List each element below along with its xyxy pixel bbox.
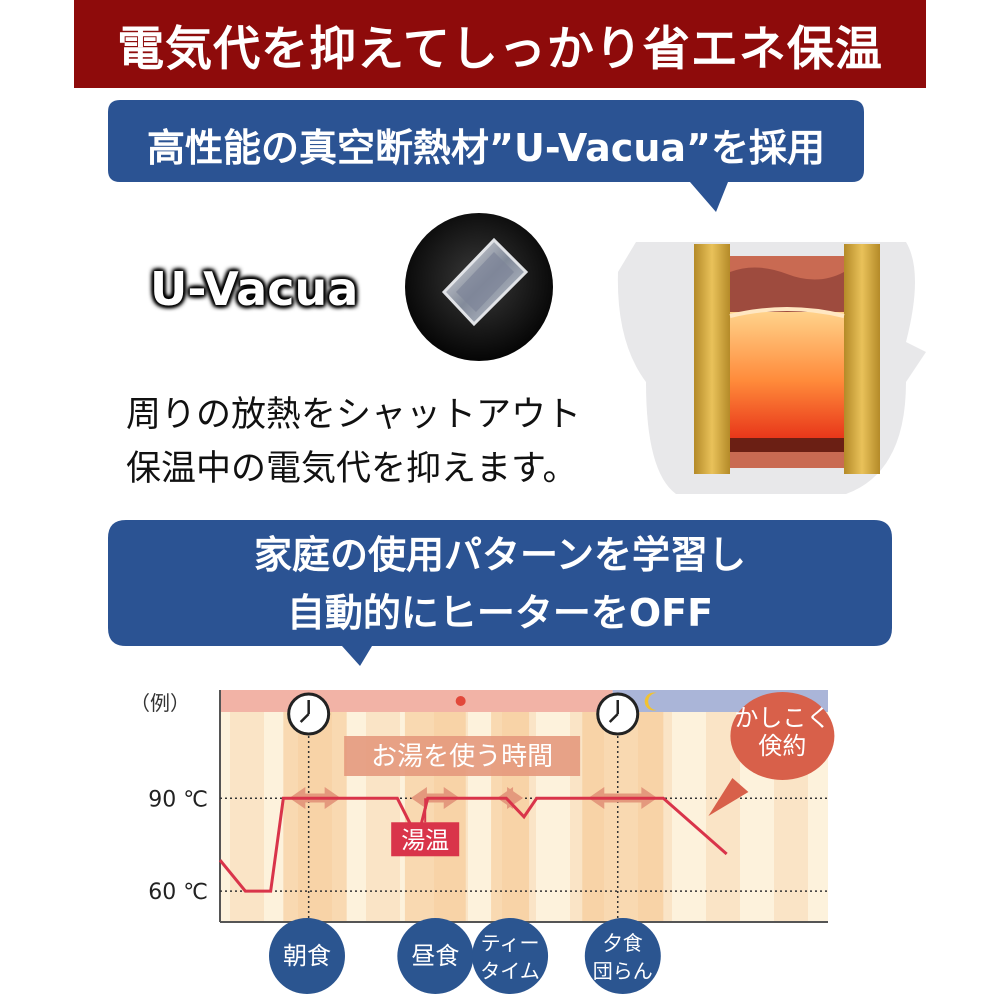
background-stripe [230,712,264,922]
usage-arrow-head [410,787,427,809]
subtitle-callout-shape [108,100,864,212]
smart-saving-bubble [730,692,835,780]
uvacua-material-image [405,213,553,361]
y-tick-label: 90 ℃ [148,787,208,812]
water-temp-line [218,796,728,893]
meal-marker [397,918,474,994]
meal-label: 団らん [593,959,653,983]
usage-period-band [582,712,664,922]
uvacua-label: U-Vacua [150,262,359,316]
smart-saving-bubble-tail [708,778,749,816]
usage-period-band [283,712,347,922]
y-tick-label: 60 ℃ [148,880,208,905]
meal-label: 朝食 [283,942,331,970]
headline-text: 電気代を抑えてしっかり省エネ保温 [117,21,883,77]
example-label: （例） [130,691,190,715]
temperature-chart: 90 ℃ 60 ℃ （例） お湯を使う時間湯温 かしこく倹約朝食 昼食ティータイム 夕食団ら… [130,690,835,994]
learning-line-1: 家庭の使用パターンを学習し [253,533,747,577]
learning-callout: 家庭の使用パターンを学習し 自動的にヒーターをOFF [108,522,892,646]
meal-label: タイム [480,959,540,983]
smart-saving-text: 倹約 [758,732,806,760]
smart-saving-text: かしこく [734,704,830,732]
headline-banner: 電気代を抑えてしっかり省エネ保温 [74,0,926,88]
sun-icon [455,696,466,706]
meal-label: 昼食 [411,942,459,970]
subtitle-text: 高性能の真空断熱材”U-Vacua”を採用 [146,125,825,170]
meal-label: ティー [481,931,540,955]
learning-line-2: 自動的にヒーターをOFF [286,591,714,635]
chart-marks: 90 ℃ 60 ℃ （例） お湯を使う時間湯温 かしこく倹約朝食 昼食ティータイム 夕食団ら… [130,690,835,994]
meal-marker [584,918,661,994]
moon-icon [644,692,657,711]
description-line-2: 保温中の電気代を抑えます。 [126,449,578,489]
meal-label: 夕食 [603,931,643,955]
water-temp-label: 湯温 [401,826,449,854]
clock-hand [299,713,310,723]
meal-marker [472,918,549,994]
description-line-1: 周りの放熱をシャットアウト [126,395,582,435]
usage-label-text: お湯を使う時間 [371,742,553,772]
insulation-description: 周りの放熱をシャットアウト 保温中の電気代を抑えます。 [126,388,581,496]
usage-label-box [344,736,581,776]
day-band [220,690,613,712]
clock-hand [608,713,619,723]
water-temp-label-box [391,822,460,857]
meal-marker [269,918,345,994]
learning-callout-shape [108,520,892,666]
pot-cross-section-image [617,242,926,494]
